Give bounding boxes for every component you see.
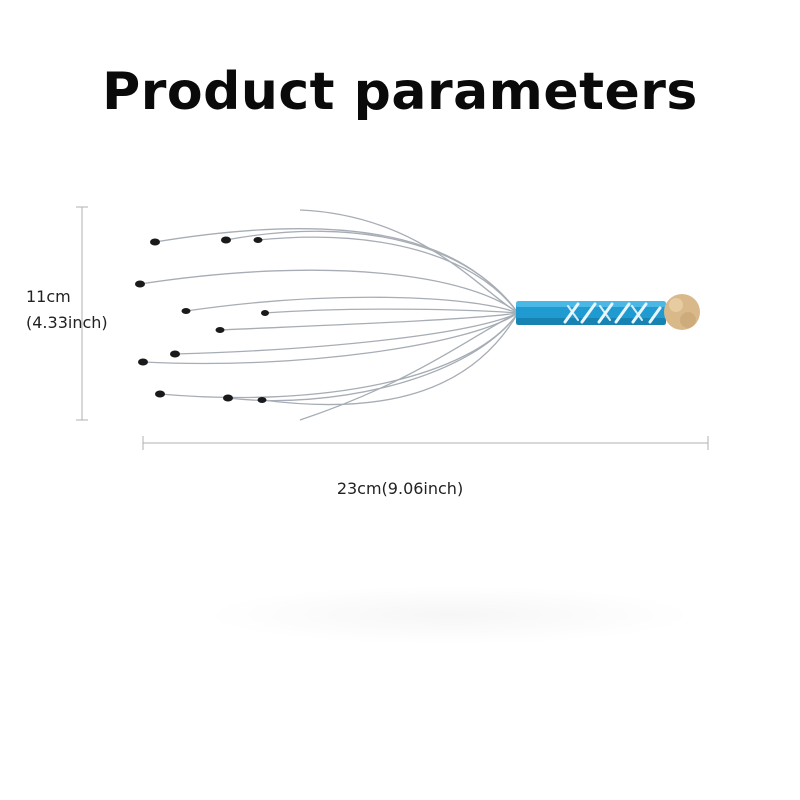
massager-ball-end [664,294,700,330]
scalp-massager-icon [135,209,700,421]
height-cm-label: 11cm [26,287,71,306]
massager-tips [135,236,269,403]
width-dimension-line [142,436,709,450]
width-dimension-label: 23cm(9.06inch) [336,479,464,498]
page-title: Product parameters [102,62,698,122]
massager-handle [516,301,666,325]
massager-wires [139,209,519,421]
height-dimension-line [76,206,88,421]
height-inch-label: (4.33inch) [26,313,108,332]
height-dimension-label: 11cm (4.33inch) [26,284,108,336]
floor-shadow [200,585,700,645]
